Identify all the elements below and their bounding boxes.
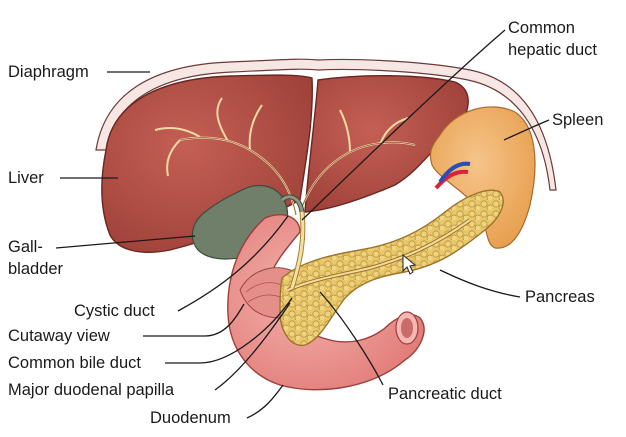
leader-duodenum xyxy=(246,384,284,419)
pancreas xyxy=(279,189,504,346)
leader-cystic-duct xyxy=(177,215,289,312)
label-common-bile-duct: Common bile duct xyxy=(8,354,141,372)
label-spleen: Spleen xyxy=(552,111,604,129)
hepatic-duct-outline xyxy=(179,137,416,216)
leader-major-duodenal-papilla xyxy=(214,302,291,391)
spleen xyxy=(429,106,536,249)
label-common-hepatic-duct-line1: Common xyxy=(508,19,575,37)
label-pancreas: Pancreas xyxy=(525,288,595,306)
leader-common-bile-duct xyxy=(165,297,293,364)
label-pancreatic-duct: Pancreatic duct xyxy=(388,385,502,403)
leader-lines xyxy=(55,29,550,419)
label-gallbladder-line1: Gall- xyxy=(8,238,43,256)
mouse-cursor-icon xyxy=(402,253,417,275)
leader-common-hepatic-duct xyxy=(301,29,506,221)
label-duodenum: Duodenum xyxy=(150,409,231,427)
label-liver: Liver xyxy=(8,169,44,187)
leader-cutaway-view xyxy=(143,303,245,337)
leader-pancreatic-duct xyxy=(319,291,384,386)
label-major-duodenal-papilla: Major duodenal papilla xyxy=(8,381,175,399)
label-cystic-duct: Cystic duct xyxy=(74,302,155,320)
label-cutaway-view: Cutaway view xyxy=(8,327,110,345)
splenic-vein xyxy=(438,161,471,184)
label-gallbladder-line2: bladder xyxy=(8,260,64,278)
label-diaphragm: Diaphragm xyxy=(8,63,89,81)
label-common-hepatic-duct-line2: hepatic duct xyxy=(508,41,597,59)
splenic-artery xyxy=(434,169,469,190)
leader-spleen xyxy=(503,119,550,141)
leader-pancreas xyxy=(439,269,521,298)
leader-gallbladder xyxy=(55,235,196,249)
diaphragm xyxy=(95,58,557,191)
